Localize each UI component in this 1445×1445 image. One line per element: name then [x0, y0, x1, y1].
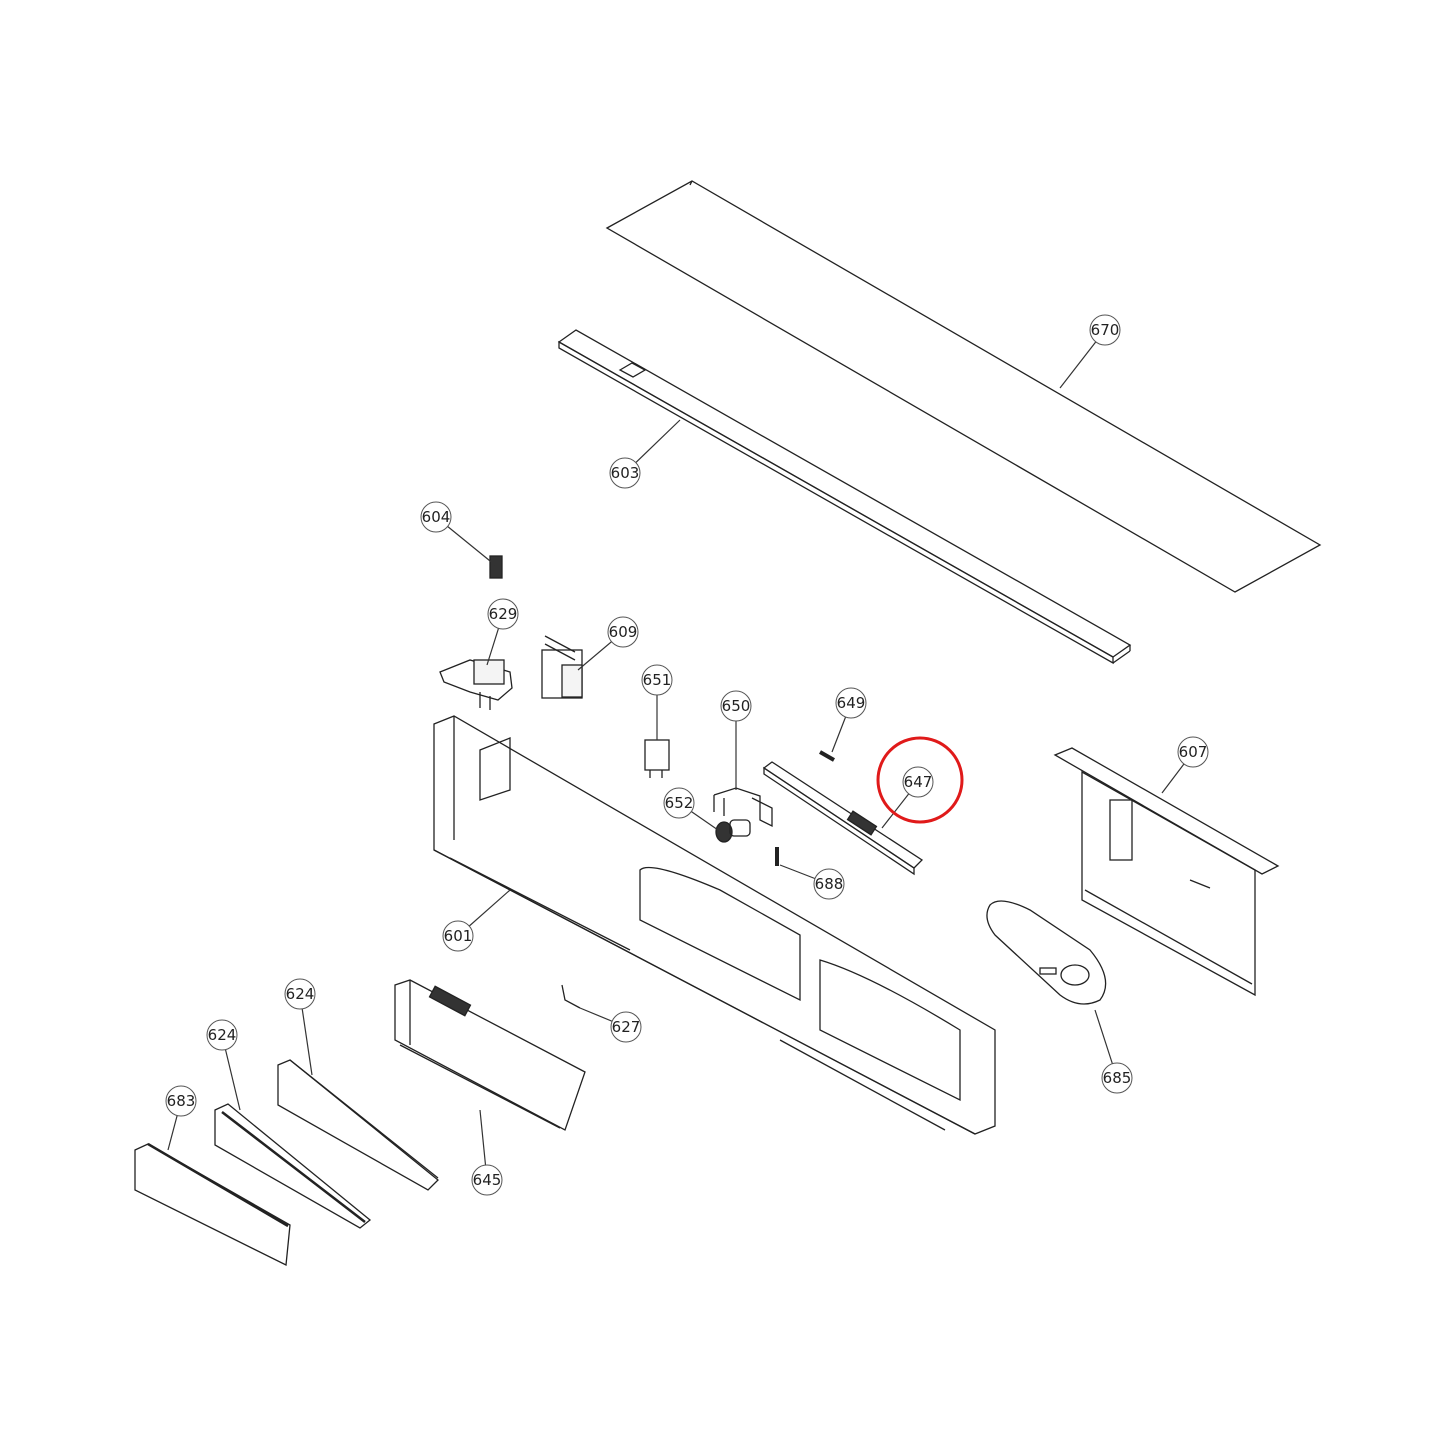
- callout-label: 629: [489, 605, 518, 623]
- part-652-knob: [715, 819, 751, 843]
- callout-label: 607: [1179, 743, 1208, 761]
- part-callouts: 670 603 604 629 609 651 650 649 647 652 688 607 601 6…: [165, 314, 1209, 1196]
- callout-label: 650: [722, 697, 751, 715]
- callout-circle: [609, 457, 641, 489]
- part-683-cover: [134, 1142, 291, 1267]
- callout-label: 601: [444, 927, 473, 945]
- callout-627: 627: [579, 1007, 642, 1043]
- callout-label: 624: [208, 1026, 237, 1044]
- callout-624b: 624: [206, 1019, 241, 1111]
- callout-label: 649: [837, 694, 866, 712]
- callout-607: 607: [1161, 736, 1209, 794]
- callout-circle: [607, 616, 639, 648]
- callout-label: 645: [473, 1171, 502, 1189]
- callout-652: 652: [663, 787, 719, 831]
- callout-circle: [663, 787, 695, 819]
- part-604-spring: [489, 555, 503, 579]
- callout-circle: [720, 690, 752, 722]
- callout-label: 624: [286, 985, 315, 1003]
- highlight-circle-647: [876, 736, 964, 824]
- callout-609: 609: [577, 616, 639, 671]
- callout-circle: [835, 687, 867, 719]
- callout-label: 685: [1103, 1069, 1132, 1087]
- callout-647: 647: [881, 766, 934, 829]
- part-603-strip: [557, 329, 1132, 665]
- callout-circle: [1089, 314, 1121, 346]
- part-624-board: [214, 1103, 372, 1229]
- callout-670: 670: [1059, 314, 1121, 389]
- callout-604: 604: [420, 501, 496, 566]
- callout-circle: [902, 766, 934, 798]
- callout-650: 650: [720, 690, 752, 790]
- callout-circle: [641, 664, 673, 696]
- part-627-wire: [561, 984, 581, 1009]
- callout-label: 604: [422, 508, 451, 526]
- part-601-panel: [433, 715, 996, 1135]
- callout-label: 683: [167, 1092, 196, 1110]
- part-645-housing: [394, 979, 586, 1131]
- part-609-connector: [541, 635, 583, 699]
- part-685-gasket: [986, 900, 1107, 1005]
- callout-circle: [206, 1019, 238, 1051]
- callout-circle: [487, 598, 519, 630]
- callout-624a: 624: [284, 978, 316, 1076]
- callout-label: 647: [904, 773, 933, 791]
- callout-circle: [165, 1085, 197, 1117]
- callout-circle: [471, 1164, 503, 1196]
- callout-circle: [420, 501, 452, 533]
- part-629-switch: [439, 659, 513, 710]
- callout-645: 645: [471, 1109, 503, 1196]
- callout-629: 629: [486, 598, 519, 666]
- callout-label: 652: [665, 794, 694, 812]
- callout-circle: [610, 1011, 642, 1043]
- part-624-window: [277, 1059, 439, 1191]
- callout-603: 603: [609, 419, 681, 489]
- callout-685: 685: [1094, 1009, 1133, 1094]
- part-607-frame: [1053, 747, 1280, 997]
- part-670-sheet: [605, 180, 1322, 593]
- callout-circle: [813, 868, 845, 900]
- callout-label: 603: [611, 464, 640, 482]
- part-649-pin: [819, 750, 835, 762]
- callout-circle: [1177, 736, 1209, 768]
- callout-683: 683: [165, 1085, 197, 1151]
- part-651-relay: [644, 739, 670, 778]
- callout-circle: [284, 978, 316, 1010]
- callout-circle: [442, 920, 474, 952]
- callout-601: 601: [442, 889, 511, 952]
- callout-649: 649: [831, 687, 867, 753]
- callout-label: 627: [612, 1018, 641, 1036]
- callout-label: 670: [1091, 321, 1120, 339]
- callout-688: 688: [779, 864, 845, 900]
- callout-label: 609: [609, 623, 638, 641]
- part-647-slider: [762, 761, 924, 876]
- callout-651: 651: [641, 664, 673, 740]
- callout-label: 688: [815, 875, 844, 893]
- callout-circle: [1101, 1062, 1133, 1094]
- callout-label: 651: [643, 671, 672, 689]
